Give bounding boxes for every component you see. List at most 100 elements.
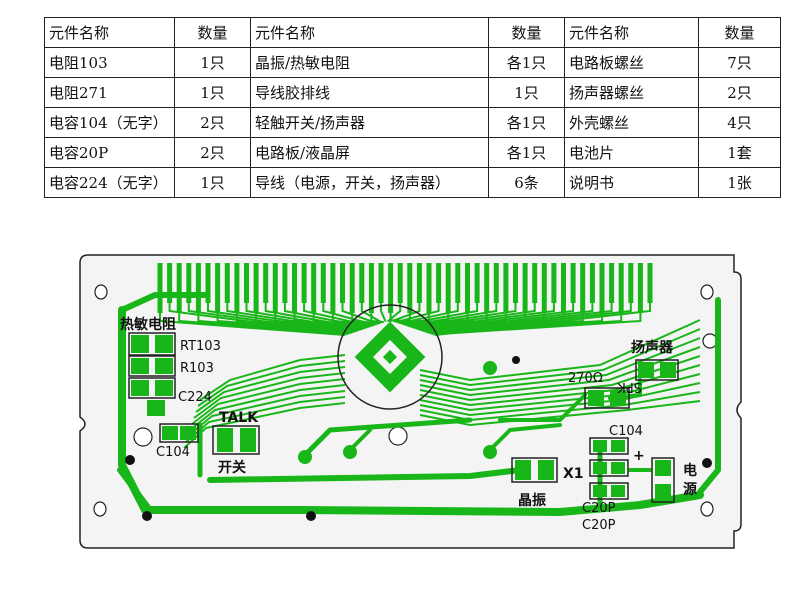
header-name-1: 元件名称 — [44, 17, 175, 48]
signal-trace — [193, 372, 346, 419]
connector-finger — [195, 263, 201, 313]
signal-trace — [431, 303, 632, 335]
part-qty: 4只 — [698, 107, 781, 138]
label-270-ohm: 270Ω — [568, 371, 603, 386]
signal-trace — [427, 303, 613, 334]
label-power-1: 电 — [683, 462, 697, 479]
label-switch: 开关 — [218, 459, 246, 476]
part-name: 扬声器螺丝 — [564, 77, 699, 108]
connector-finger — [301, 263, 307, 303]
label-c104-left: C104 — [156, 445, 190, 460]
connector-finger — [474, 263, 480, 303]
table-header-row: 元件名称 数量 元件名称 数量 元件名称 数量 — [44, 17, 781, 48]
connector-finger — [311, 263, 317, 313]
connector-finger — [282, 263, 288, 303]
signal-trace — [420, 303, 575, 332]
header-qty-1: 数量 — [174, 17, 251, 48]
connector-finger — [359, 263, 365, 303]
connector-finger — [589, 263, 595, 303]
signal-trace — [191, 378, 346, 425]
signal-trace — [395, 303, 440, 324]
table-row: 电容104（无字） 2只 轻触开关/扬声器 各1只 外壳螺丝 4只 — [44, 107, 781, 138]
signal-trace — [410, 303, 517, 328]
connector-finger — [484, 263, 490, 313]
signal-trace — [274, 313, 367, 329]
part-qty: 1张 — [698, 167, 781, 198]
connector-finger — [388, 263, 394, 313]
connector-finger — [416, 263, 422, 303]
signal-trace — [403, 303, 479, 326]
signal-trace — [417, 303, 555, 331]
connector-finger — [513, 263, 518, 303]
label-c104-right: C104 — [609, 424, 643, 439]
connector-finger — [609, 263, 615, 303]
signal-trace — [255, 313, 363, 331]
ic-chip-area — [337, 304, 443, 410]
part-qty: 各1只 — [488, 137, 565, 168]
part-name: 导线（电源，开关，扬声器） — [250, 167, 489, 198]
signal-trace — [199, 354, 346, 401]
connector-finger — [330, 263, 336, 313]
header-qty-2: 数量 — [488, 17, 565, 48]
signal-trace — [392, 303, 421, 322]
connector-finger — [599, 263, 605, 313]
connector-finger — [263, 263, 269, 303]
label-plus: + — [633, 448, 645, 464]
mounting-holes — [93, 284, 718, 517]
connector-finger — [618, 263, 624, 313]
signal-trace — [433, 313, 642, 336]
part-name: 电容20P — [44, 137, 175, 168]
signal-trace — [419, 382, 701, 417]
part-qty: 1只 — [174, 47, 251, 78]
signal-trace — [235, 313, 360, 332]
connector-finger — [215, 263, 221, 313]
connector-finger — [628, 263, 634, 303]
label-c224: C224 — [178, 390, 212, 405]
connector-finger — [272, 263, 278, 313]
connector-finger — [349, 263, 355, 313]
signal-trace — [419, 355, 701, 402]
part-name: 轻触开关/扬声器 — [250, 107, 489, 138]
label-rt103: RT103 — [180, 339, 221, 354]
parts-table: 元件名称 数量 元件名称 数量 元件名称 数量 电阻103 1只 晶振/热敏电阻… — [44, 17, 781, 198]
connector-finger — [637, 263, 643, 313]
connector-finger — [167, 263, 173, 303]
connector-finger — [436, 263, 442, 303]
label-spk: SPK — [617, 379, 642, 394]
label-speaker: 扬声器 — [631, 339, 674, 356]
signal-trace — [195, 366, 346, 413]
label-c20p-1: C20P — [582, 501, 616, 516]
part-name: 电路板螺丝 — [564, 47, 699, 78]
signal-trace — [419, 373, 701, 412]
connector-finger — [445, 263, 451, 313]
connector-finger — [176, 263, 182, 313]
connector-finger — [407, 263, 413, 313]
signal-trace — [419, 346, 701, 397]
signal-trace — [424, 303, 594, 333]
signal-trace — [178, 313, 349, 335]
connector-finger — [551, 263, 557, 303]
label-talk: TALK — [219, 410, 259, 426]
connector-finger — [292, 263, 297, 313]
signal-trace — [406, 303, 498, 327]
part-qty: 1只 — [174, 77, 251, 108]
part-name: 电池片 — [564, 137, 699, 168]
part-name: 晶振/热敏电阻 — [250, 47, 489, 78]
part-name: 导线胶排线 — [250, 77, 489, 108]
connector-finger — [503, 263, 509, 313]
signal-trace — [370, 313, 384, 324]
connector-finger — [244, 263, 249, 303]
connector-finger — [647, 263, 653, 303]
vias — [125, 356, 712, 521]
component-outlines — [128, 332, 679, 503]
connector-finger — [493, 263, 499, 303]
connector-finger — [340, 263, 345, 303]
connector-finger — [253, 263, 259, 313]
connector-finger — [455, 263, 461, 303]
label-thermistor: 热敏电阻 — [120, 316, 176, 333]
signal-trace — [419, 364, 701, 407]
connector-finger — [541, 263, 547, 313]
signal-trace — [331, 313, 377, 326]
signal-trace — [413, 303, 536, 329]
